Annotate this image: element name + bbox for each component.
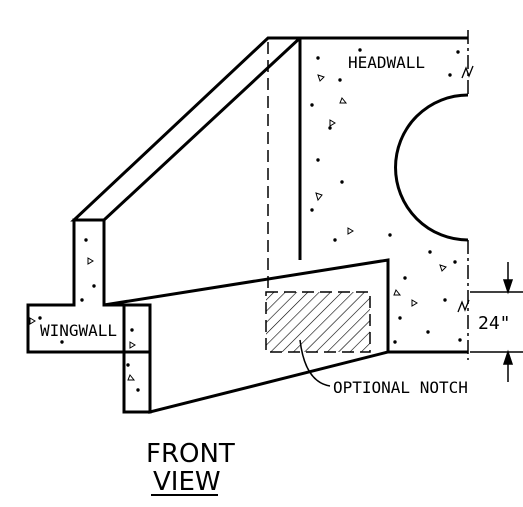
wingwall-body xyxy=(26,218,152,414)
headwall-label: HEADWALL xyxy=(348,53,425,72)
dimension-label: 24" xyxy=(478,313,511,334)
pipe-opening xyxy=(394,93,469,242)
dimension-24 xyxy=(470,262,523,382)
notch-leader xyxy=(299,339,331,387)
optional-notch xyxy=(265,291,371,353)
notch-label: OPTIONAL NOTCH xyxy=(333,378,468,397)
wingwall-label: WINGWALL xyxy=(40,321,117,340)
wingwall-top xyxy=(70,36,304,260)
title-front: FRONT xyxy=(146,439,235,469)
title-view: VIEW xyxy=(153,467,221,497)
